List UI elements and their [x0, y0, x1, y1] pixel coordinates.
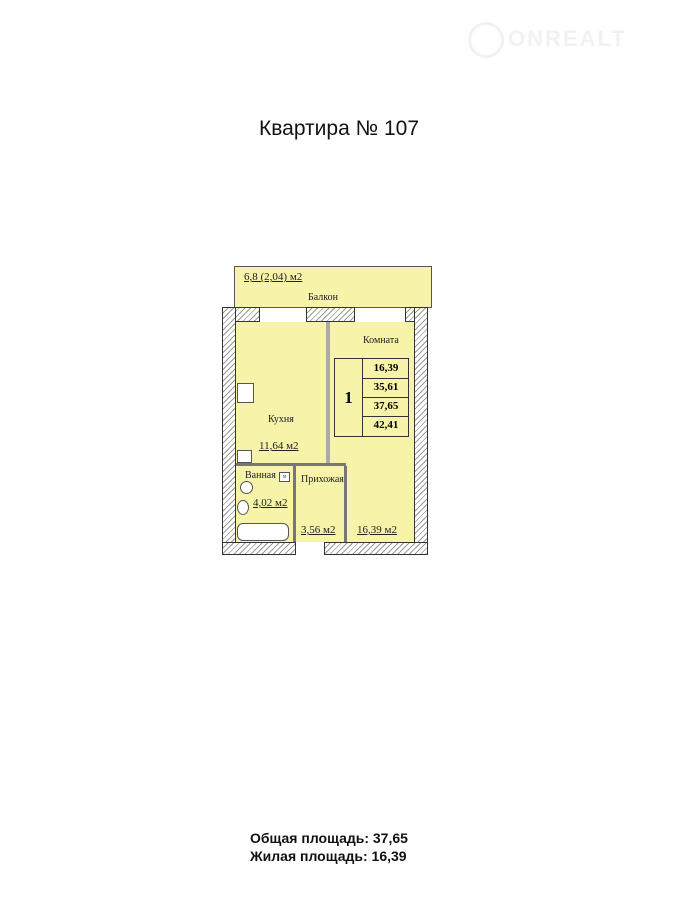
- watermark-text: ONREALT: [508, 25, 627, 51]
- living-area: Жилая площадь: 16,39: [250, 848, 407, 864]
- table-cell: 16,39: [363, 359, 409, 379]
- partition-wall: [326, 322, 330, 466]
- balcony: [234, 266, 432, 308]
- toilet-icon: [240, 481, 253, 494]
- balcony-label: Балкон: [308, 292, 338, 303]
- table-cell: 37,65: [363, 397, 409, 417]
- rooms-count: 1: [335, 359, 363, 436]
- room-area: 16,39 м2: [357, 524, 397, 536]
- partition-wall: [344, 466, 347, 542]
- balcony-area: 6,8 (2,04) м2: [244, 271, 303, 283]
- logo-icon: [468, 22, 504, 58]
- hallway: [296, 466, 344, 542]
- hallway-label: Прихожая: [301, 474, 344, 485]
- kitchen-label: Кухня: [268, 414, 294, 425]
- sink-icon: [237, 450, 252, 463]
- total-area: Общая площадь: 37,65: [250, 830, 408, 846]
- partition-wall: [293, 466, 296, 542]
- meter-icon: м: [279, 472, 290, 482]
- wall-bottom-left: [222, 542, 296, 555]
- page-title: Квартира № 107: [259, 117, 419, 140]
- bathroom-label: Ванная: [245, 470, 276, 481]
- wall-left: [222, 307, 236, 555]
- washbasin-icon: [237, 500, 249, 515]
- bathtub-icon: [237, 523, 289, 541]
- watermark: ONREALT: [468, 22, 627, 58]
- kitchen-area: 11,64 м2: [259, 440, 299, 452]
- area-summary-table: 1 16,39 35,61 37,65 42,41: [334, 358, 409, 437]
- hallway-area: 3,56 м2: [301, 524, 336, 536]
- wall-top-mid: [306, 307, 355, 322]
- room-label: Комната: [363, 335, 399, 346]
- table-cell: 35,61: [363, 378, 409, 398]
- wall-right: [414, 307, 428, 555]
- table-cell: 42,41: [373, 419, 399, 431]
- bathroom-area: 4,02 м2: [253, 497, 288, 509]
- partition-wall: [236, 463, 346, 466]
- wall-bottom-right: [324, 542, 428, 555]
- stove-icon: [237, 383, 254, 403]
